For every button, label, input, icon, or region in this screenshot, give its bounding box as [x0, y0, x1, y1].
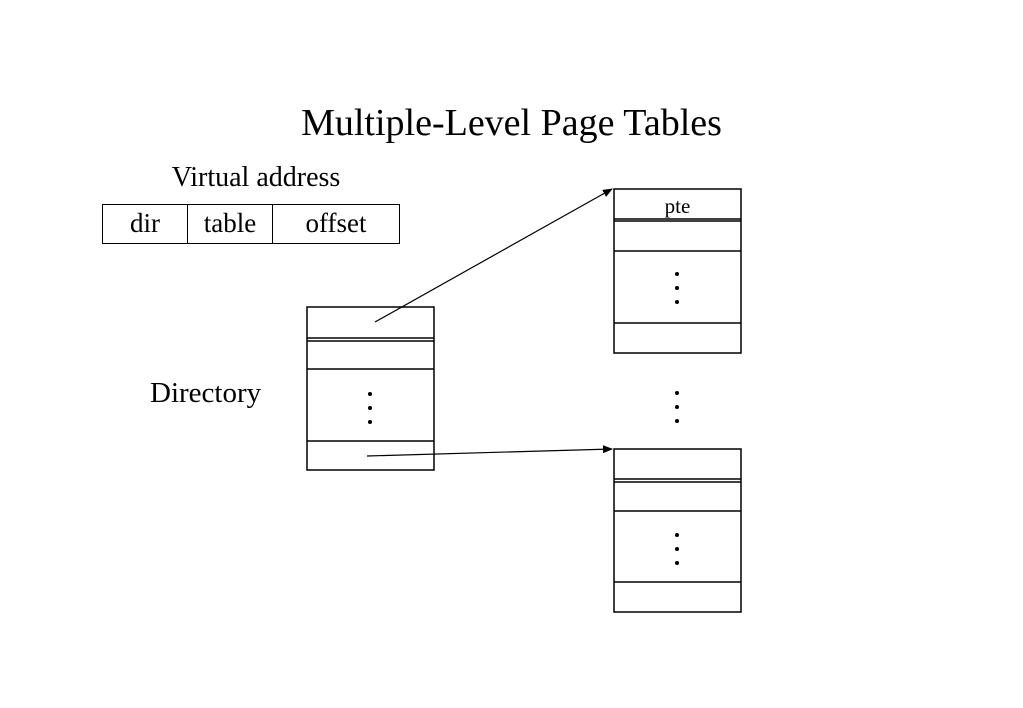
pte-label: pte	[664, 194, 691, 218]
address-field-offset: offset	[305, 208, 367, 238]
directory-label: Directory	[150, 377, 262, 409]
address-field-dir: dir	[103, 205, 188, 243]
pointer-arrow-to-bottom-table	[366, 445, 613, 457]
pointer-arrow-to-top-table	[374, 188, 613, 323]
tables-between-ellipsis	[675, 391, 679, 423]
page-table-bottom	[613, 448, 742, 613]
virtual-address-label: Virtual address	[171, 162, 341, 193]
address-field-table: table	[188, 205, 273, 243]
page-table-top	[613, 188, 742, 354]
directory-table-outline	[306, 306, 435, 471]
page-table-top-outline	[613, 188, 742, 354]
directory-ellipsis	[368, 392, 372, 424]
virtual-address-box: dir table offset	[102, 204, 400, 244]
page-table-bottom-outline	[613, 448, 742, 613]
page-title: Multiple-Level Page Tables	[301, 102, 722, 144]
directory-table	[306, 306, 435, 471]
page-table-top-ellipsis	[675, 272, 679, 304]
page-table-bottom-ellipsis	[675, 533, 679, 565]
